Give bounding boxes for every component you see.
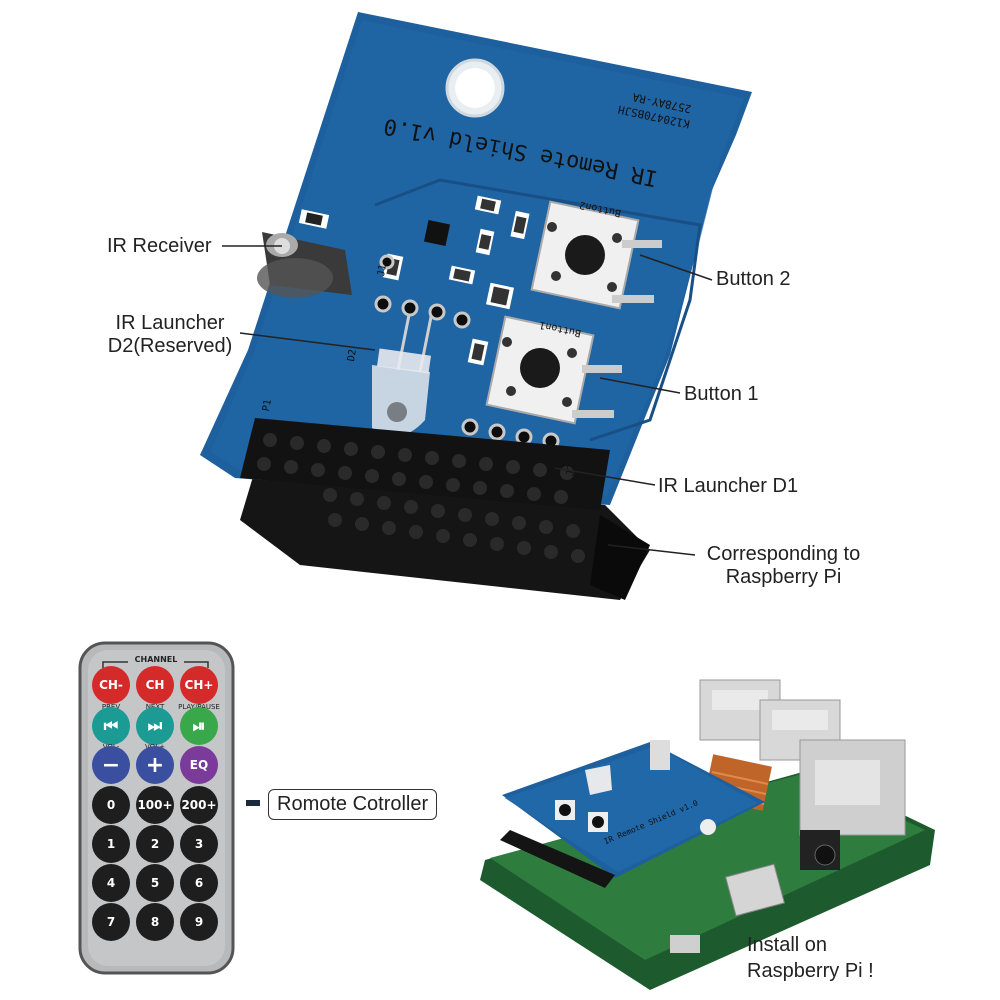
leader-corresponding — [607, 544, 696, 556]
pcb-sheen — [210, 20, 744, 496]
remote-100-button[interactable]: 100+ — [136, 786, 174, 824]
raspberry-pi-photo: IR Remote Shield v1.0 — [480, 679, 935, 990]
remote-0-button[interactable]: 0 — [92, 786, 130, 824]
remote-ch-minus-button[interactable]: CH- — [92, 666, 130, 704]
remote-1-button[interactable]: 1 — [92, 825, 130, 863]
silk-p1: P1 — [261, 399, 274, 413]
header-side — [590, 515, 650, 600]
remote-6-button[interactable]: 6 — [180, 864, 218, 902]
mounting-hole-inner — [455, 68, 495, 108]
silk-d2: D2 — [346, 349, 359, 363]
remote-8-button[interactable]: 8 — [136, 903, 174, 941]
remote-ch-plus-button[interactable]: CH+ — [180, 666, 218, 704]
silk-j1: J1 — [376, 264, 389, 278]
callout-ir-launcher-d1: IR Launcher D1 — [658, 475, 799, 497]
install-line-1: Install on — [747, 934, 828, 956]
remote-controller-label: Romote Cotroller — [268, 789, 438, 820]
silk-trace — [374, 178, 702, 442]
remote-prev-button[interactable]: ⏮ — [92, 707, 130, 745]
leader-ir-launcher-d1 — [554, 467, 656, 486]
remote-200-button[interactable]: 200+ — [180, 786, 218, 824]
remote-vol-plus-button[interactable]: + — [136, 746, 174, 784]
callout-corresponding-line2: Raspberry Pi — [725, 566, 842, 588]
ir-launcher-d1-part — [372, 309, 434, 437]
leader-ir-launcher-d2 — [239, 332, 376, 351]
callout-ir-launcher-d2-line1: IR Launcher — [115, 312, 225, 334]
callout-ir-receiver: IR Receiver — [107, 235, 212, 257]
remote-5-button[interactable]: 5 — [136, 864, 174, 902]
leader-button-1 — [599, 377, 681, 394]
leader-button-2 — [639, 254, 713, 281]
callout-button-1: Button 1 — [684, 383, 759, 405]
remote-7-button[interactable]: 7 — [92, 903, 130, 941]
button-2-part: Button2 — [530, 199, 662, 310]
remote-ch-button[interactable]: CH — [136, 666, 174, 704]
callout-button-2: Button 2 — [716, 268, 791, 290]
remote-channel-label: CHANNEL — [128, 655, 184, 664]
callout-corresponding-line1: Corresponding to — [706, 543, 861, 565]
callout-corresponding: Corresponding to Raspberry Pi — [696, 543, 871, 589]
remote-eq-button[interactable]: EQ — [180, 746, 218, 784]
remote-next-button[interactable]: ⏭ — [136, 707, 174, 745]
callout-ir-launcher-d2-line2: D2(Reserved) — [107, 335, 233, 357]
button-1-part: Button1 — [485, 315, 622, 425]
remote-vol-minus-button[interactable]: − — [92, 746, 130, 784]
remote-3-button[interactable]: 3 — [180, 825, 218, 863]
remote-9-button[interactable]: 9 — [180, 903, 218, 941]
callout-ir-launcher-d2: IR Launcher D2(Reserved) — [100, 312, 240, 358]
remote-4-button[interactable]: 4 — [92, 864, 130, 902]
ir-receiver-part — [257, 232, 352, 298]
remote-play-pause-button[interactable]: ⏯ — [180, 707, 218, 745]
remote-label-bullet — [246, 800, 260, 806]
install-line-2: Raspberry Pi ! — [747, 960, 874, 982]
remote-2-button[interactable]: 2 — [136, 825, 174, 863]
gpio-header — [240, 418, 610, 563]
